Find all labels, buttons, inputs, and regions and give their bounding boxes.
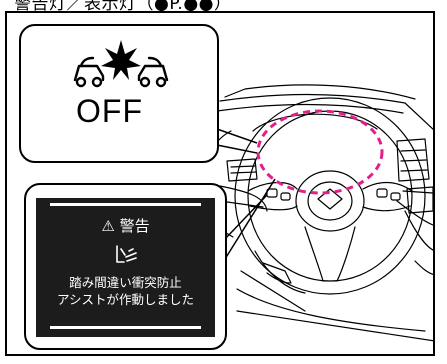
warning-triangle-icon: ⚠ — [101, 217, 115, 235]
collision-warning-off-icon — [73, 40, 169, 88]
divider — [50, 326, 201, 329]
warning-title: ⚠ 警告 — [36, 215, 215, 236]
indicator-callout: OFF — [19, 24, 219, 163]
warning-screen: ⚠ 警告 踏み間違い衝突防止 アシストが作動しました — [36, 198, 215, 337]
page-caption: 警告灯／表示灯（●P.●●） — [14, 0, 232, 14]
warning-message-line1: 踏み間違い衝突防止 — [69, 275, 182, 290]
divider — [50, 203, 201, 206]
pedal-misapplication-icon — [116, 245, 137, 263]
warning-title-text: 警告 — [119, 217, 150, 235]
warning-message-line2: アシストが作動しました — [56, 292, 194, 307]
indicator-off-label: OFF — [76, 93, 143, 129]
dashboard-illustration — [209, 84, 435, 342]
warning-callout: ⚠ 警告 踏み間違い衝突防止 アシストが作動しました — [24, 183, 227, 350]
warning-message: 踏み間違い衝突防止 アシストが作動しました — [36, 274, 215, 308]
cluster-highlight — [256, 109, 384, 195]
